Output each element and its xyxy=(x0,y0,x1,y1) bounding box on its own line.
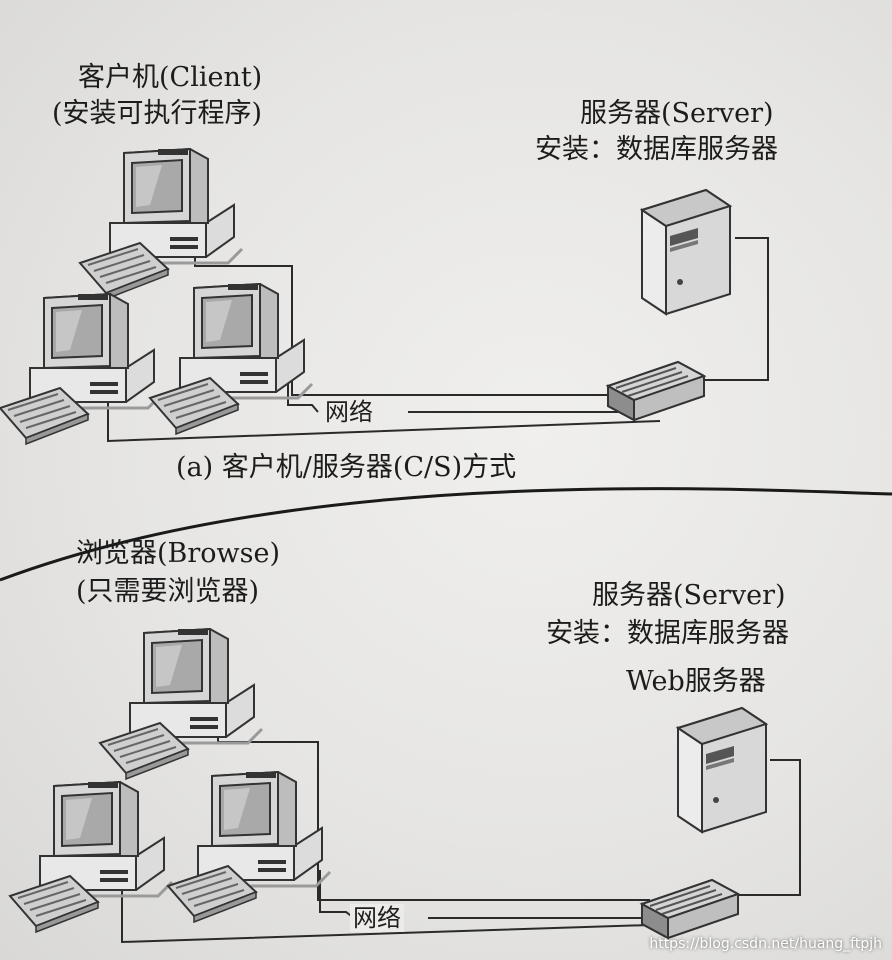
watermark: https://blog.csdn.net/huang_ftpjh xyxy=(649,936,882,952)
bottom-browser-title: 浏览器(Browse) xyxy=(76,538,281,569)
top-server-icon xyxy=(641,189,731,315)
bottom-server-icon xyxy=(677,707,767,833)
top-client-computer-3-icon xyxy=(148,282,314,436)
top-client-computer-2-icon xyxy=(0,292,164,446)
top-network-label: 网络 xyxy=(322,398,376,426)
top-switch-icon xyxy=(607,361,705,421)
top-client-computer-1-icon xyxy=(78,147,244,301)
bottom-network-lines xyxy=(121,728,801,944)
bottom-client-computer-3-icon xyxy=(166,770,332,924)
top-server-title: 服务器(Server) xyxy=(580,98,774,129)
bottom-browser-subtitle: (只需要浏览器) xyxy=(76,576,260,607)
bottom-network-label: 网络 xyxy=(350,904,404,932)
top-caption: (a) 客户机/服务器(C/S)方式 xyxy=(176,452,517,483)
bottom-client-computer-2-icon xyxy=(8,780,174,934)
top-client-subtitle: (安装可执行程序) xyxy=(52,98,263,129)
top-server-install: 安装：数据库服务器 xyxy=(535,134,778,165)
bottom-switch-icon xyxy=(641,879,739,939)
bottom-server-web: Web服务器 xyxy=(626,666,766,697)
section-separator-curve xyxy=(0,487,892,582)
bottom-server-install: 安装：数据库服务器 xyxy=(546,618,789,649)
bottom-server-title: 服务器(Server) xyxy=(592,580,786,611)
top-client-title: 客户机(Client) xyxy=(78,62,263,93)
bottom-client-computer-1-icon xyxy=(98,627,264,781)
